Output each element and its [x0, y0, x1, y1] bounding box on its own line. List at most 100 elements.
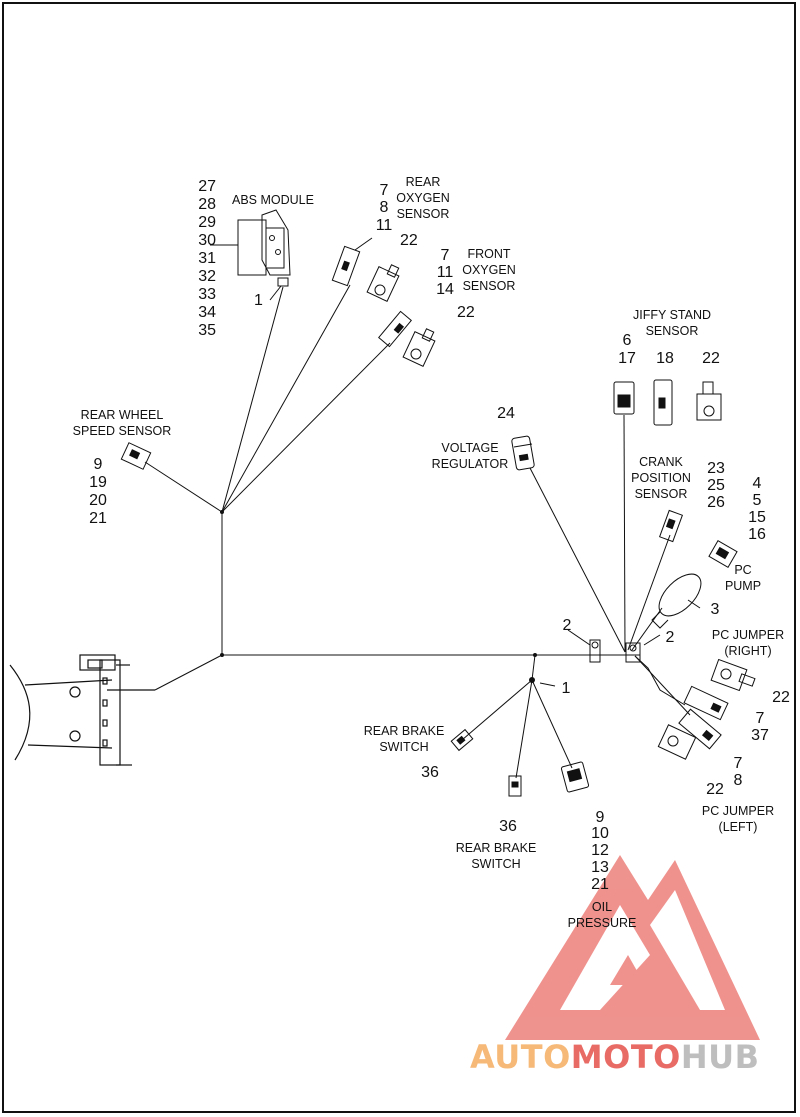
svg-text:16: 16	[748, 526, 766, 543]
svg-text:SPEED SENSOR: SPEED SENSOR	[73, 424, 172, 438]
svg-text:7: 7	[734, 755, 743, 772]
svg-text:23: 23	[707, 460, 725, 477]
watermark-text: AUTOMOTOHUB	[470, 1038, 760, 1076]
svg-text:REGULATOR: REGULATOR	[432, 457, 509, 471]
svg-text:20: 20	[89, 492, 107, 509]
rear-oxygen-terminal-22	[366, 264, 400, 303]
svg-text:POSITION: POSITION	[631, 471, 691, 485]
svg-text:5: 5	[753, 492, 762, 509]
svg-text:(RIGHT): (RIGHT)	[724, 644, 771, 658]
clip-right-number: 2	[666, 629, 675, 646]
pc-pump-part	[651, 540, 738, 629]
voltage-number: 24	[497, 405, 515, 422]
rear-wheel-speed-connector	[120, 442, 152, 470]
svg-text:JIFFY STAND: JIFFY STAND	[633, 308, 711, 322]
svg-text:29: 29	[198, 214, 216, 231]
label-oil-pressure: OIL PRESSURE	[568, 900, 637, 930]
pc-jumper-left-numbers: 7 8	[734, 755, 743, 789]
junction-callout-number: 1	[562, 680, 571, 697]
svg-text:34: 34	[198, 304, 216, 321]
rear-brake-switch-connector-1	[450, 728, 474, 752]
jiffy-stand-terminal-22	[696, 381, 722, 421]
clip-left-number: 2	[563, 617, 572, 634]
rear-oxygen-connector	[331, 237, 373, 287]
svg-text:VOLTAGE: VOLTAGE	[441, 441, 498, 455]
oil-pressure-connector	[560, 761, 590, 793]
front-oxygen-conn-number: 22	[457, 304, 475, 321]
svg-text:19: 19	[89, 474, 107, 491]
rear-brake-2-number: 36	[499, 818, 517, 835]
svg-text:PUMP: PUMP	[725, 579, 761, 593]
voltage-regulator-connector	[511, 435, 535, 471]
svg-text:ABS MODULE: ABS MODULE	[232, 193, 314, 207]
label-rear-brake-switch-2: REAR BRAKE SWITCH	[456, 841, 537, 871]
svg-text:15: 15	[748, 509, 766, 526]
abs-callout-number: 1	[254, 292, 263, 309]
svg-text:REAR BRAKE: REAR BRAKE	[456, 841, 537, 855]
rear-oxygen-conn-number: 22	[400, 232, 418, 249]
svg-text:37: 37	[751, 727, 769, 744]
svg-text:REAR WHEEL: REAR WHEEL	[81, 408, 164, 422]
svg-text:21: 21	[89, 510, 107, 527]
label-rear-oxygen: REAR OXYGEN SENSOR	[396, 175, 450, 221]
svg-text:SWITCH: SWITCH	[379, 740, 428, 754]
pc-pump-numbers: 4 5 15 16	[748, 475, 766, 543]
svg-text:14: 14	[436, 281, 454, 298]
watermark-logo	[505, 855, 760, 1040]
pc-jumper-right-numbers: 7 37	[751, 710, 769, 744]
svg-text:7: 7	[756, 710, 765, 727]
svg-text:33: 33	[198, 286, 216, 303]
svg-text:SWITCH: SWITCH	[471, 857, 520, 871]
label-pc-jumper-right: PC JUMPER (RIGHT)	[712, 628, 784, 658]
frame-bracket	[9, 654, 155, 766]
svg-text:SENSOR: SENSOR	[646, 324, 699, 338]
svg-text:32: 32	[198, 268, 216, 285]
jiffy-numbers: 6 17 18 22	[618, 332, 720, 367]
junction-dots	[220, 510, 537, 683]
rear-oxygen-numbers: 7 8 11	[376, 182, 393, 234]
abs-item-numbers: 27 28 29 30 31 32 33 34 35	[198, 178, 216, 339]
svg-text:8: 8	[734, 772, 743, 789]
svg-text:11: 11	[437, 264, 454, 281]
svg-text:7: 7	[441, 247, 450, 264]
svg-text:OXYGEN: OXYGEN	[396, 191, 450, 205]
pc-jumper-right-connector	[683, 685, 729, 721]
svg-text:22: 22	[702, 350, 720, 367]
svg-text:21: 21	[591, 876, 609, 893]
label-rear-wheel-speed: REAR WHEEL SPEED SENSOR	[73, 408, 172, 438]
crank-position-connector	[658, 509, 684, 543]
svg-text:PC JUMPER: PC JUMPER	[712, 628, 784, 642]
svg-text:SENSOR: SENSOR	[397, 207, 450, 221]
front-oxygen-connector	[378, 310, 412, 348]
svg-text:OXYGEN: OXYGEN	[462, 263, 516, 277]
svg-text:AUTOMOTOHUB: AUTOMOTOHUB	[470, 1038, 760, 1076]
clip-right	[625, 642, 641, 663]
crank-numbers: 23 25 26	[707, 460, 725, 511]
svg-text:17: 17	[618, 350, 636, 367]
svg-text:35: 35	[198, 322, 216, 339]
label-front-oxygen: FRONT OXYGEN SENSOR	[462, 247, 516, 293]
label-abs-module: ABS MODULE	[232, 193, 314, 207]
svg-text:PC JUMPER: PC JUMPER	[702, 804, 774, 818]
pc-jumper-right-terminal	[710, 658, 756, 692]
label-voltage-regulator: VOLTAGE REGULATOR	[432, 441, 509, 471]
svg-text:7: 7	[380, 182, 389, 199]
svg-text:6: 6	[623, 332, 632, 349]
svg-text:18: 18	[656, 350, 674, 367]
label-crank-position: CRANK POSITION SENSOR	[631, 455, 691, 501]
front-oxygen-numbers: 7 11 14	[436, 247, 454, 298]
svg-text:9: 9	[94, 456, 103, 473]
svg-text:REAR: REAR	[406, 175, 441, 189]
svg-text:PC: PC	[734, 563, 751, 577]
svg-text:13: 13	[591, 859, 609, 876]
svg-text:OIL: OIL	[592, 900, 612, 914]
pc-jumper-left-terminal	[657, 724, 697, 760]
abs-module-part	[237, 209, 291, 287]
rear-brake-1-number: 36	[421, 764, 439, 781]
svg-text:FRONT: FRONT	[467, 247, 510, 261]
pc-pump-callout: 3	[711, 601, 720, 618]
svg-text:(LEFT): (LEFT)	[719, 820, 758, 834]
label-pc-pump: PC PUMP	[725, 563, 761, 593]
svg-text:28: 28	[198, 196, 216, 213]
